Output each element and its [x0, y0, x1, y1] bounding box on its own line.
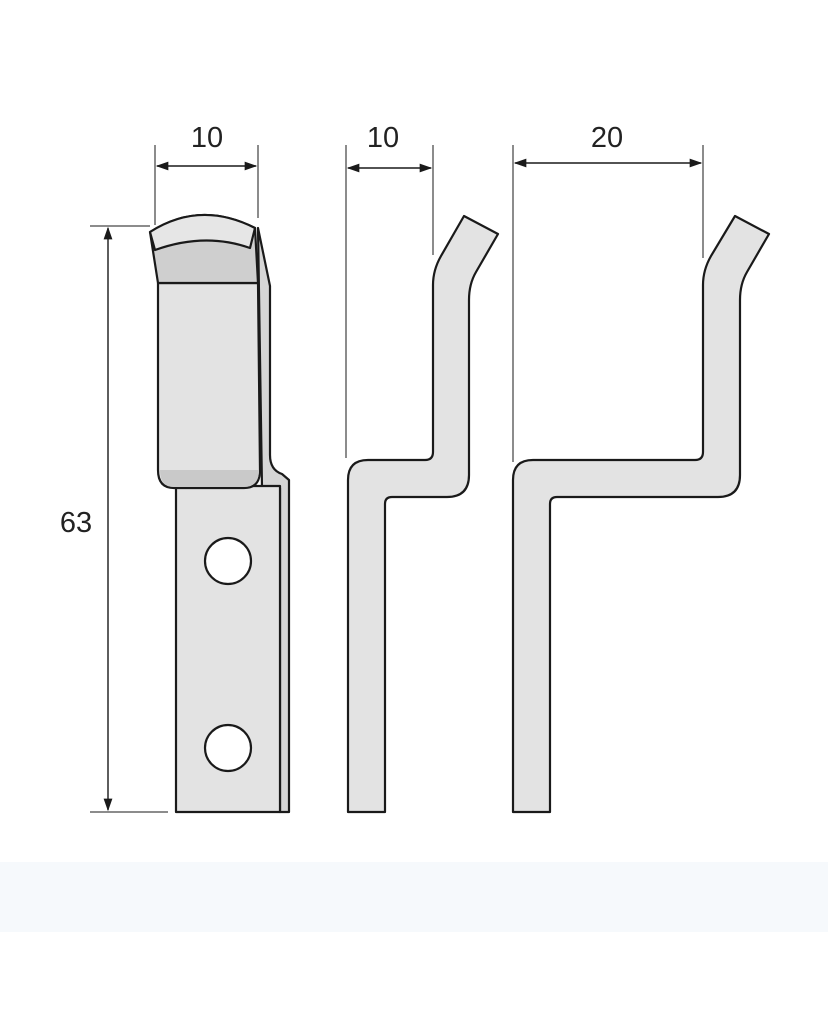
- bottom-band: [0, 862, 828, 932]
- hook-head-shade-bottom: [160, 470, 259, 487]
- dimension-hook-offset-small: 10: [345, 122, 434, 458]
- dimension-label-plate-width: 10: [191, 122, 223, 154]
- hook-head-body: [156, 281, 262, 490]
- dimension-plate-width: 10: [154, 122, 259, 225]
- dimension-hook-offset-large: 20: [512, 122, 704, 462]
- dimension-label-hook-offset-large: 20: [591, 122, 623, 154]
- dimension-label-hook-offset-small: 10: [367, 122, 399, 154]
- dimension-overall-length: 63: [60, 225, 168, 813]
- side-view-hook-small: [346, 214, 500, 814]
- fixing-hole-lower: [203, 723, 253, 773]
- fixing-hole-upper: [203, 536, 253, 586]
- hook-head-cap: [148, 213, 257, 252]
- dimension-label-overall-length: 63: [60, 507, 92, 539]
- front-view: [148, 213, 291, 814]
- side-view-hook-large: [511, 214, 771, 814]
